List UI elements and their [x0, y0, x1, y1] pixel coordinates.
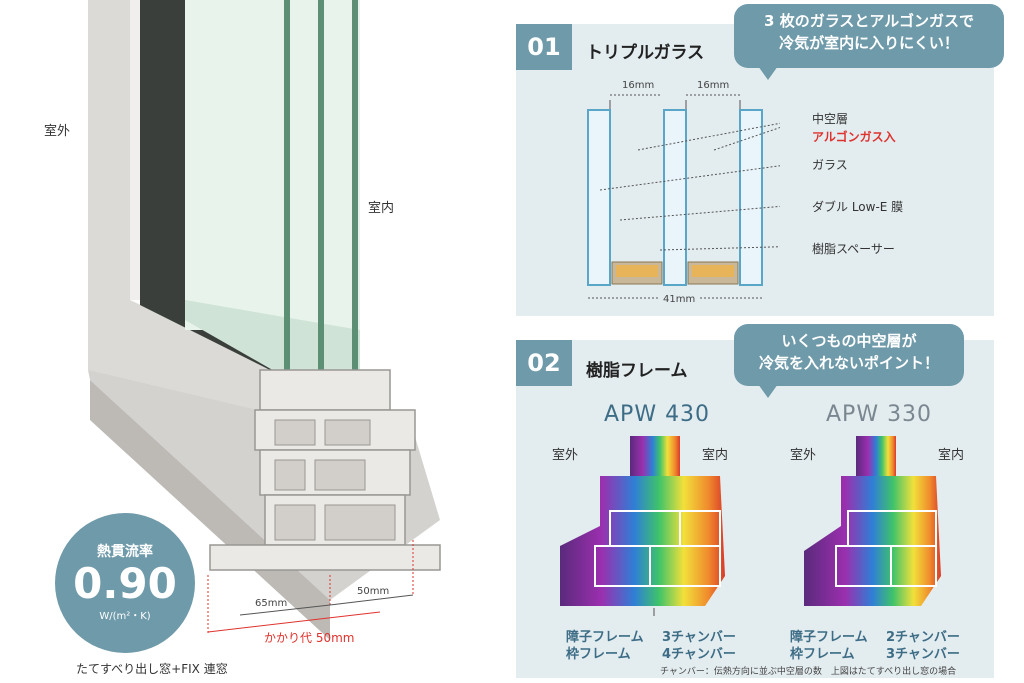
resin-frame-callout: いくつもの中空層が 冷気を入れないポイント！	[734, 324, 964, 386]
callout-line-1: 3 枚のガラスとアルゴンガスで	[764, 12, 974, 30]
badge-title: 熱貫流率	[97, 544, 153, 560]
apw330-indoor-label: 室内	[938, 448, 965, 463]
window-caption: たてすべり出し窓+FIX 連窓	[76, 662, 228, 676]
model-name-apw330: APW 330	[826, 402, 933, 427]
apw330-thermal-image	[804, 436, 941, 606]
total-dimension: 41mm	[660, 294, 699, 305]
callout2-line-1: いくつもの中空層が	[781, 332, 917, 350]
window-frame-illustration	[88, 0, 441, 640]
section-number-02: 02	[516, 340, 572, 386]
legend-low-e: ダブル Low-E 膜	[812, 200, 904, 214]
badge-value: 0.90	[73, 559, 177, 608]
apw330-chamber2: 3チャンバー	[886, 647, 960, 662]
apw330-outdoor-label: 室外	[790, 448, 817, 463]
section-title-triple-glass: トリプルガラス	[586, 43, 705, 63]
apw430-frame2: 枠フレーム	[566, 647, 631, 662]
apw430-frame1: 障子フレーム	[566, 630, 644, 645]
triple-glass-callout: 3 枚のガラスとアルゴンガスで 冷気が室内に入りにくい！	[734, 4, 1004, 68]
dimension-50mm: 50mm	[357, 586, 390, 597]
glass-legend: 中空層 アルゴンガス入 ガラス ダブル Low-E 膜 樹脂スペーサー	[812, 110, 903, 257]
callout2-line-2: 冷気を入れないポイント！	[758, 354, 939, 372]
badge-unit: W/(m²・K)	[99, 611, 151, 622]
callout2-tail	[758, 384, 778, 398]
dimension-65mm: 65mm	[255, 598, 288, 609]
section-title-resin-frame: 樹脂フレーム	[586, 361, 688, 381]
apw330-frame2: 枠フレーム	[790, 647, 855, 662]
apw430-thermal-image	[560, 436, 725, 616]
indoor-label: 室内	[368, 201, 395, 216]
gap-1-dimension: 16mm	[622, 80, 655, 91]
outdoor-label: 室外	[44, 124, 71, 139]
triple-glass-diagram	[587, 94, 780, 299]
legend-glass: ガラス	[812, 158, 848, 172]
apw430-chamber1: 3チャンバー	[662, 630, 736, 645]
legend-hollow-layer: 中空層	[812, 112, 849, 126]
model-name-apw430: APW 430	[604, 402, 711, 427]
gap-2-dimension: 16mm	[697, 80, 730, 91]
legend-argon-gas: アルゴンガス入	[812, 130, 896, 144]
heat-transfer-badge: 熱貫流率 0.90 W/(m²・K)	[55, 513, 195, 653]
apw430-indoor-label: 室内	[702, 448, 729, 463]
apw430-chamber2: 4チャンバー	[662, 647, 736, 662]
callout-line-2: 冷気が室内に入りにくい！	[779, 34, 959, 52]
section-number-01: 01	[516, 24, 572, 70]
apw430-outdoor-label: 室外	[552, 448, 579, 463]
legend-spacer: 樹脂スペーサー	[812, 242, 895, 256]
chamber-footnote: チャンバー：伝熱方向に並ぶ中空層の数 上図はたてすべり出し窓の場合	[660, 667, 957, 677]
callout-tail	[758, 66, 778, 80]
overlap-label: かかり代 50mm	[264, 631, 355, 645]
apw330-frame1: 障子フレーム	[790, 630, 868, 645]
apw330-chamber1: 2チャンバー	[886, 630, 960, 645]
